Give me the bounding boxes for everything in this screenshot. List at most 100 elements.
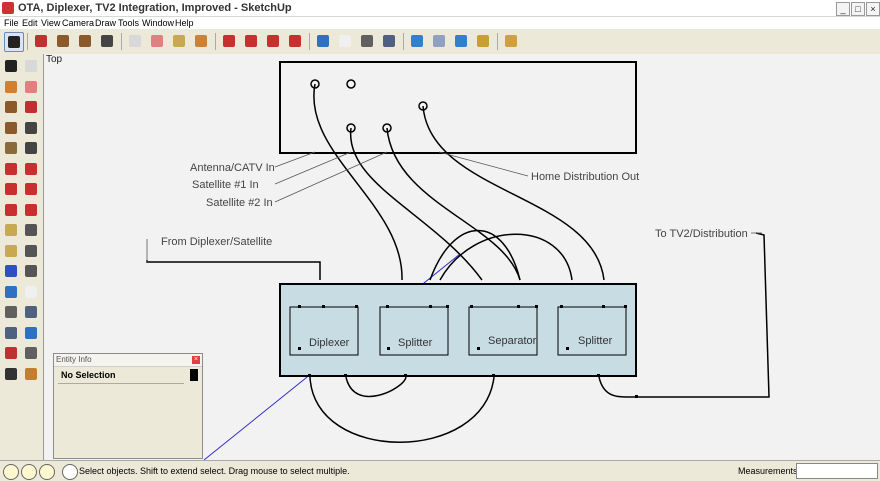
arc-icon[interactable]	[23, 120, 39, 136]
close-button[interactable]: ×	[866, 2, 880, 16]
circle-icon[interactable]	[3, 120, 19, 136]
get-photo-texture-icon[interactable]	[474, 32, 492, 50]
help-icon[interactable]	[62, 464, 78, 480]
measurements-input[interactable]	[796, 463, 878, 479]
share-model-icon[interactable]	[430, 32, 448, 50]
tape-measure-icon[interactable]	[170, 32, 188, 50]
protractor-icon[interactable]	[3, 243, 19, 259]
rectangle-icon[interactable]	[3, 99, 19, 115]
text-icon-glyph	[25, 244, 37, 257]
follow-me-icon[interactable]	[23, 181, 39, 197]
dimension-icon[interactable]	[23, 222, 39, 238]
user-icon[interactable]	[39, 464, 55, 480]
menu-window[interactable]: Window	[142, 18, 175, 28]
make-component-icon[interactable]	[23, 58, 39, 74]
menu-view[interactable]: View	[41, 18, 61, 28]
get-models-icon[interactable]	[408, 32, 426, 50]
callout-antenna: Antenna/CATV In	[190, 162, 275, 174]
select-arrow-icon-glyph	[8, 36, 20, 48]
axes-icon[interactable]	[3, 263, 19, 279]
push-pull-icon[interactable]	[23, 161, 39, 177]
maximize-button[interactable]: □	[851, 2, 865, 16]
entity-info-close-button[interactable]: ×	[192, 356, 200, 364]
leader-home-out	[438, 151, 529, 177]
input-output-box	[279, 61, 637, 154]
geo-location-icon[interactable]	[3, 464, 19, 480]
line-icon[interactable]	[23, 99, 39, 115]
tape-measure-icon[interactable]	[3, 222, 19, 238]
look-around-icon-glyph	[25, 347, 37, 359]
look-around-icon[interactable]	[23, 345, 39, 361]
pin-icon[interactable]	[190, 369, 198, 381]
zoom-icon[interactable]	[3, 304, 19, 320]
minimize-button[interactable]: _	[836, 2, 850, 16]
move-icon[interactable]	[242, 32, 260, 50]
callout-satellite1: Satellite #1 In	[192, 179, 259, 191]
walk-icon[interactable]	[3, 366, 19, 382]
pencil-icon[interactable]	[32, 32, 50, 50]
rotate-icon-glyph	[5, 183, 17, 195]
menu-file[interactable]: File	[4, 18, 19, 28]
share-component-icon-glyph	[455, 35, 467, 47]
connector-jacks	[310, 79, 428, 133]
line-icon-glyph	[25, 101, 37, 113]
freehand-icon[interactable]	[23, 140, 39, 156]
orbit-icon[interactable]	[3, 284, 19, 300]
menu-draw[interactable]: Draw	[95, 18, 117, 28]
selection-status: No Selection	[61, 370, 116, 380]
paint-bucket-icon[interactable]	[192, 32, 210, 50]
polygon-icon[interactable]	[3, 140, 19, 156]
get-models-icon-glyph	[411, 35, 423, 47]
cable-satellite1	[350, 127, 483, 281]
window-title: OTA, Diplexer, TV2 Integration, Improved…	[18, 2, 292, 14]
splitter1-label: Splitter	[398, 337, 433, 349]
zoom-window-icon[interactable]	[23, 304, 39, 320]
credits-icon[interactable]	[21, 464, 37, 480]
arc-icon[interactable]	[98, 32, 116, 50]
eraser-icon[interactable]	[23, 79, 39, 95]
section-plane-icon[interactable]	[23, 366, 39, 382]
make-component-icon[interactable]	[126, 32, 144, 50]
3d-text-icon[interactable]	[23, 263, 39, 279]
module-labels: Diplexer Splitter Separator Splitter	[309, 335, 613, 349]
zoom-extents-icon[interactable]	[380, 32, 398, 50]
orbit-icon[interactable]	[314, 32, 332, 50]
scale-icon-glyph	[5, 203, 17, 216]
pan-icon-glyph	[339, 35, 351, 47]
menu-help[interactable]: Help	[175, 18, 194, 28]
rotate-icon[interactable]	[3, 181, 19, 197]
circle-icon[interactable]	[76, 32, 94, 50]
position-camera-icon[interactable]	[3, 345, 19, 361]
toolbar-separator	[309, 33, 310, 50]
push-pull-icon[interactable]	[220, 32, 238, 50]
rotate-icon[interactable]	[264, 32, 282, 50]
follow-me-icon[interactable]	[286, 32, 304, 50]
scale-icon[interactable]	[3, 202, 19, 218]
offset-icon[interactable]	[23, 202, 39, 218]
select-arrow-icon[interactable]	[4, 32, 24, 52]
share-component-icon[interactable]	[452, 32, 470, 50]
zoom-icon[interactable]	[358, 32, 376, 50]
arc-icon-glyph	[101, 35, 113, 47]
menu-tools[interactable]: Tools	[118, 18, 140, 28]
move-icon[interactable]	[3, 161, 19, 177]
select-icon[interactable]	[3, 58, 19, 74]
components-icon[interactable]	[502, 32, 520, 50]
select-icon-glyph	[5, 60, 17, 72]
eraser-icon[interactable]	[148, 32, 166, 50]
circle-icon-glyph	[5, 121, 17, 134]
pan-icon[interactable]	[336, 32, 354, 50]
zoom-extents-icon[interactable]	[3, 325, 19, 341]
text-icon[interactable]	[23, 243, 39, 259]
entity-info-selection-row: No Selection	[58, 369, 184, 384]
menu-camera[interactable]: Camera	[62, 18, 95, 28]
menu-edit[interactable]: Edit	[22, 18, 38, 28]
rectangle-icon[interactable]	[54, 32, 72, 50]
previous-view-icon[interactable]	[23, 325, 39, 341]
components-icon-glyph	[505, 35, 517, 47]
entity-info-titlebar: Entity Info ×	[54, 354, 202, 367]
orbit-icon-glyph	[5, 285, 17, 298]
paint-bucket-icon[interactable]	[3, 79, 19, 95]
eraser-icon-glyph	[25, 80, 37, 93]
pan-icon[interactable]	[23, 284, 39, 300]
